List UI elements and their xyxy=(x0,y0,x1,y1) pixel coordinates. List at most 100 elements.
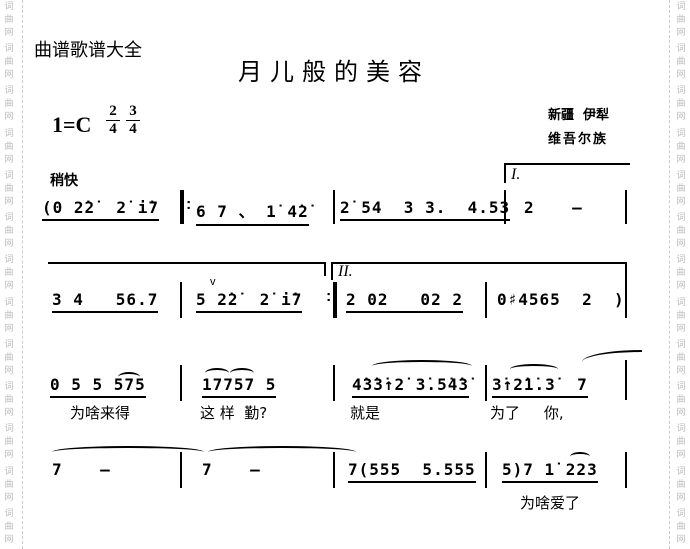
slur xyxy=(230,368,254,378)
watermark-char: 网 xyxy=(676,153,686,164)
volta-line-1 xyxy=(504,163,630,165)
repeat-dots: : xyxy=(326,288,332,305)
watermark-char: 网 xyxy=(676,491,686,502)
watermark-char: 词 xyxy=(4,381,14,392)
watermark-char: 网 xyxy=(4,533,14,544)
watermark-char: 词 xyxy=(4,507,14,518)
watermark-char: 网 xyxy=(4,280,14,291)
watermark-right: 词曲网词曲网词曲网词曲网词曲网词曲网词曲网词曲网词曲网词曲网词曲网词曲网词曲网 xyxy=(674,0,688,549)
barline xyxy=(333,452,335,488)
watermark-char: 词 xyxy=(4,169,14,180)
watermark-char: 曲 xyxy=(676,436,686,447)
barline xyxy=(180,365,182,401)
watermark-char: 词 xyxy=(676,296,686,307)
barline xyxy=(180,452,182,488)
watermark-char: 词 xyxy=(676,381,686,392)
watermark-char: 词 xyxy=(4,465,14,476)
watermark-char: 曲 xyxy=(676,267,686,278)
barline xyxy=(333,190,335,224)
tie xyxy=(208,446,356,458)
barline xyxy=(485,365,487,401)
watermark-char: 词 xyxy=(4,423,14,434)
site-label: 曲谱歌谱大全 xyxy=(34,40,142,61)
watermark-char: 词 xyxy=(676,43,686,54)
watermark-char: 网 xyxy=(4,111,14,122)
barline xyxy=(485,452,487,488)
watermark-char: 曲 xyxy=(4,309,14,320)
measure: 4̇3̇3̇↑2̇ 3̇.5̇4̇3̇ xyxy=(352,375,469,398)
measure: 7(555 5.555 xyxy=(348,460,476,483)
volta-first: I. xyxy=(511,166,521,183)
watermark-char: 网 xyxy=(676,322,686,333)
watermark-char: 曲 xyxy=(676,394,686,405)
watermark-char: 曲 xyxy=(4,520,14,531)
watermark-char: 曲 xyxy=(676,225,686,236)
lyric: 为啥爱了 xyxy=(520,494,581,512)
slur xyxy=(570,452,590,461)
watermark-char: 曲 xyxy=(4,14,14,24)
breath-mark: v xyxy=(210,276,216,288)
watermark-char: 词 xyxy=(4,1,14,11)
watermark-char: 网 xyxy=(4,27,14,37)
watermark-char: 词 xyxy=(676,169,686,180)
watermark-char: 词 xyxy=(676,507,686,518)
watermark-char: 网 xyxy=(676,27,686,37)
watermark-char: 词 xyxy=(676,338,686,349)
barline xyxy=(180,282,182,318)
barline xyxy=(333,365,335,401)
watermark-char: 曲 xyxy=(676,182,686,193)
watermark-char: 词 xyxy=(676,254,686,265)
watermark-char: 网 xyxy=(676,449,686,460)
watermark-char: 曲 xyxy=(4,98,14,109)
tie xyxy=(52,446,204,458)
measure: 7 – xyxy=(52,460,110,479)
watermark-char: 曲 xyxy=(4,478,14,489)
watermark-char: 曲 xyxy=(4,225,14,236)
watermark-char: 词 xyxy=(4,127,14,138)
measure: 2 – xyxy=(524,198,582,217)
watermark-char: 网 xyxy=(676,69,686,80)
watermark-char: 曲 xyxy=(4,394,14,405)
watermark-char: 曲 xyxy=(676,140,686,151)
watermark-char: 网 xyxy=(4,153,14,164)
repeat-end-barline xyxy=(333,282,337,318)
measure: 3̇↑2̇1̇.3̇ 7 xyxy=(492,375,588,398)
slur xyxy=(118,372,140,382)
barline xyxy=(625,264,627,318)
watermark-char: 曲 xyxy=(676,309,686,320)
volta-hook-1-end xyxy=(324,262,326,276)
tempo-marking: 稍快 xyxy=(50,173,78,189)
barline xyxy=(504,190,506,224)
watermark-char: 曲 xyxy=(676,98,686,109)
slur xyxy=(372,360,472,372)
watermark-char: 词 xyxy=(4,43,14,54)
watermark-char: 网 xyxy=(676,111,686,122)
watermark-char: 词 xyxy=(4,338,14,349)
margin-line-right xyxy=(669,0,670,549)
watermark-char: 曲 xyxy=(4,140,14,151)
lyric: 这 样 勤? xyxy=(200,404,268,422)
song-title: 月儿般的美容 xyxy=(238,58,430,86)
margin-line-left xyxy=(22,0,23,549)
watermark-char: 网 xyxy=(4,238,14,249)
barline xyxy=(625,452,627,488)
measure: 0 5 5 575 xyxy=(50,375,146,398)
watermark-char: 曲 xyxy=(676,56,686,67)
watermark-char: 网 xyxy=(4,407,14,418)
volta-line-1-continued xyxy=(48,262,324,264)
watermark-char: 曲 xyxy=(676,478,686,489)
measure: (0 2̇2̇ 2̇ i̇7 xyxy=(42,198,159,221)
watermark-char: 词 xyxy=(4,296,14,307)
watermark-char: 网 xyxy=(4,195,14,206)
key-signature: 1=C xyxy=(52,112,92,137)
watermark-char: 网 xyxy=(4,69,14,80)
measure: 7 – xyxy=(202,460,260,479)
lyric: 就是 xyxy=(350,404,381,422)
volta-second: II. xyxy=(338,263,353,280)
watermark-char: 曲 xyxy=(676,14,686,24)
lyric: 为啥来得 xyxy=(70,404,131,422)
watermark-char: 曲 xyxy=(4,436,14,447)
watermark-char: 词 xyxy=(676,85,686,96)
